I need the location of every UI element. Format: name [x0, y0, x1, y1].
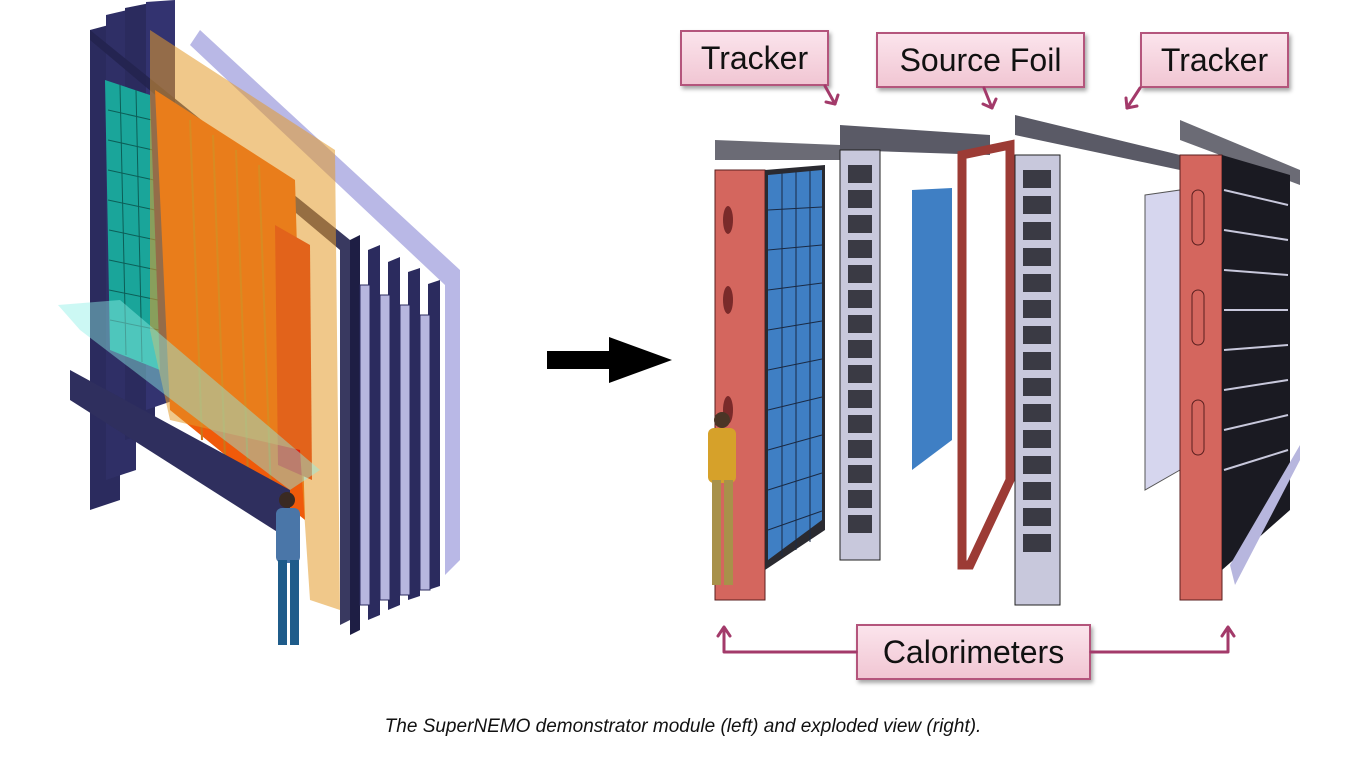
right-calorimeter: [1179, 120, 1300, 601]
label-tracker-right: Tracker: [1140, 32, 1289, 88]
assembled-module-drawing: [58, 0, 460, 645]
connector-tracker-right-arrow-icon: [1124, 86, 1142, 110]
connector-calorimeters-right-arrow-icon: [1089, 625, 1236, 654]
tracker-frame-2: [1014, 115, 1181, 606]
connector-calorimeters-left-arrow-icon: [716, 625, 858, 654]
connector-source-foil-arrow-icon: [981, 86, 998, 110]
left-calorimeter: [714, 140, 840, 601]
teal-grid: [107, 84, 160, 363]
label-source-foil: Source Foil: [876, 32, 1085, 88]
glass-shelf: [58, 300, 320, 490]
right-arrow-icon: [547, 337, 672, 383]
figure-caption: The SuperNEMO demonstrator module (left)…: [384, 716, 982, 737]
source-foil-frame: [957, 139, 1015, 570]
tracker-frame-1: [839, 125, 990, 561]
bottom-pmt-row: [70, 370, 290, 540]
person-figure-right: [708, 412, 736, 585]
exploded-view-drawing: [708, 115, 1300, 606]
translucent-source-foil: [150, 30, 340, 610]
label-calorimeters: Calorimeters: [856, 624, 1091, 680]
connector-tracker-left-arrow-icon: [823, 84, 840, 106]
right-calorimeter-columns: [359, 284, 431, 606]
label-tracker-left: Tracker: [680, 30, 829, 86]
assembled-module-figure: [50, 0, 470, 670]
exploded-view-figure: [690, 110, 1310, 620]
person-figure-left: [276, 492, 300, 645]
